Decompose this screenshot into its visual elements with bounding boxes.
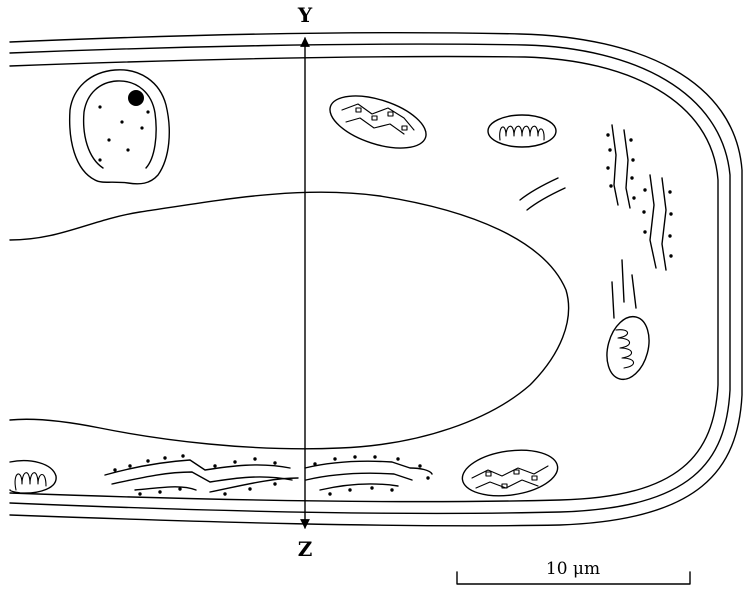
chloroplast-bottom: [459, 445, 560, 502]
cell-membrane: [10, 57, 718, 502]
chloroplast-top: [324, 86, 433, 159]
mitochondrion-top: [488, 115, 556, 147]
label-y: Y: [297, 3, 313, 27]
mitochondrion-bottom-left: [10, 461, 56, 493]
mitochondrion-right: [600, 312, 655, 384]
scale-bar: 10 μm: [457, 559, 690, 584]
label-z: Z: [298, 537, 313, 561]
smooth-er: [520, 178, 636, 318]
nucleolus: [128, 90, 144, 106]
vacuole: [10, 192, 569, 449]
scale-bar-label: 10 μm: [546, 559, 600, 579]
rough-er-right: [606, 125, 672, 270]
nucleus: [70, 70, 170, 184]
rough-er-bottom: [105, 454, 432, 495]
